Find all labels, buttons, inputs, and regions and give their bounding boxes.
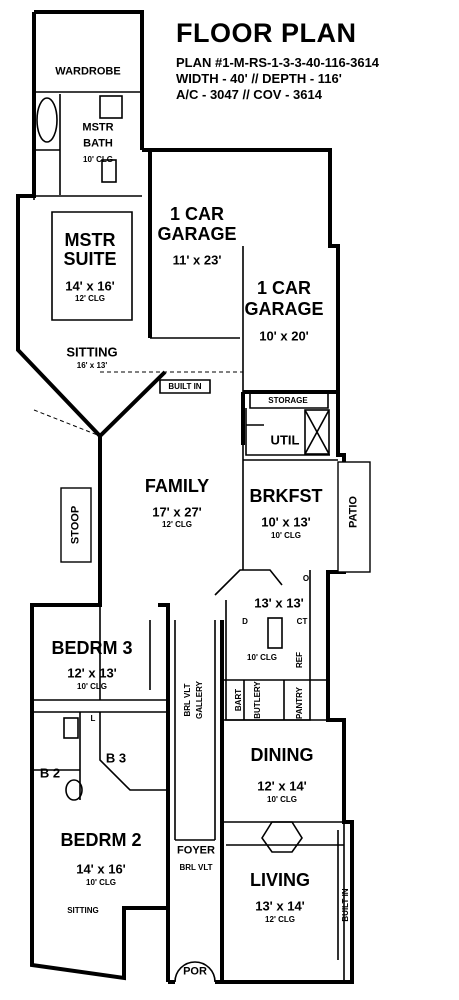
patio-label: PATIO (347, 496, 360, 528)
exterior-wall-front (166, 620, 226, 984)
garage-1-label-1: 1 CAR (169, 204, 225, 224)
brkfst-size: 10' x 13' (261, 514, 311, 530)
bath-2-label: B 2 (39, 765, 61, 781)
mstr-suite-label-2: SUITE (63, 249, 117, 269)
plan-dimensions: WIDTH - 40' // DEPTH - 116' (176, 71, 342, 86)
gallery-label-1: BRL VLT (183, 683, 192, 717)
plan-number: PLAN #1-M-RS-1-3-3-40-116-3614 (176, 55, 380, 70)
living-clg: 12' CLG (265, 915, 295, 924)
kitchen-size: 13' x 13' (254, 595, 304, 611)
kitchen-dishwasher-label: D (242, 617, 248, 626)
bedrm-3-size: 12' x 13' (67, 665, 117, 681)
kitchen-oven-label: O (302, 574, 310, 583)
bedrm-3-clg: 10' CLG (77, 682, 107, 691)
bedrm-3-label: BEDRM 3 (51, 638, 133, 658)
gallery-label-2: GALLERY (195, 681, 204, 719)
kitchen-clg: 10' CLG (247, 653, 277, 662)
family-label: FAMILY (144, 476, 210, 496)
mstr-suite-clg: 12' CLG (75, 294, 105, 303)
exterior-wall-west (30, 436, 170, 981)
wardrobe-label: WARDROBE (55, 65, 121, 78)
built-in-label: BUILT IN (168, 382, 202, 391)
kitchen-cooktop-label: CT (296, 617, 308, 626)
plan-title: FLOOR PLAN (176, 18, 357, 48)
bedrm-2-clg: 10' CLG (86, 878, 116, 887)
plan-area: A/C - 3047 // COV - 3614 (176, 87, 322, 102)
foyer-vault-label: BRL VLT (179, 863, 213, 872)
sitting-label: SITTING (66, 344, 118, 360)
stoop-label: STOOP (69, 505, 82, 545)
mstr-bath-label-2: BATH (83, 137, 113, 150)
garage-2-size: 10' x 20' (259, 328, 309, 344)
dining-label: DINING (250, 745, 314, 765)
kitchen-ref-label: REF (295, 652, 304, 668)
storage-label: STORAGE (268, 396, 308, 405)
dining-size: 12' x 14' (257, 778, 307, 794)
garage-2-label-2: GARAGE (244, 299, 324, 319)
garage-1-size: 11' x 23' (172, 252, 222, 268)
family-size: 17' x 27' (152, 504, 202, 520)
bart-label: BART (234, 688, 243, 712)
patio-slab (337, 461, 371, 573)
mstr-bath-clg: 10' CLG (83, 155, 113, 164)
exterior-wall-east (226, 392, 354, 984)
mstr-suite-label-1: MSTR (64, 230, 116, 250)
garage-1-label-2: GARAGE (157, 224, 237, 244)
bedrm-2-label: BEDRM 2 (60, 830, 142, 850)
stoop-slab (60, 487, 92, 563)
sitting-size: 16' x 13' (76, 361, 108, 370)
living-built-in-label: BUILT IN (341, 888, 350, 922)
dining-clg: 10' CLG (267, 795, 297, 804)
foyer-label: FOYER (177, 844, 215, 857)
bedrm-2-sitting-label: SITTING (67, 906, 99, 915)
exterior-wall-garage (142, 148, 340, 445)
living-label: LIVING (249, 870, 311, 890)
family-clg: 12' CLG (162, 520, 192, 529)
mstr-bath-label-1: MSTR (82, 121, 114, 134)
garage-2-label-1: 1 CAR (256, 278, 312, 298)
linen-label: L (90, 714, 96, 723)
porch-label: POR (183, 965, 207, 978)
util-label: UTIL (270, 432, 300, 448)
bath-3-label: B 3 (105, 750, 127, 766)
bedrm-2-size: 14' x 16' (76, 861, 126, 877)
pantry-label: PANTRY (295, 687, 304, 719)
living-size: 13' x 14' (255, 898, 305, 914)
brkfst-label: BRKFST (249, 486, 323, 506)
exterior-wall-master-wing (16, 10, 167, 439)
mstr-suite-size: 14' x 16' (65, 278, 115, 294)
butlery-label: BUTLERY (253, 681, 262, 719)
brkfst-clg: 10' CLG (271, 531, 301, 540)
